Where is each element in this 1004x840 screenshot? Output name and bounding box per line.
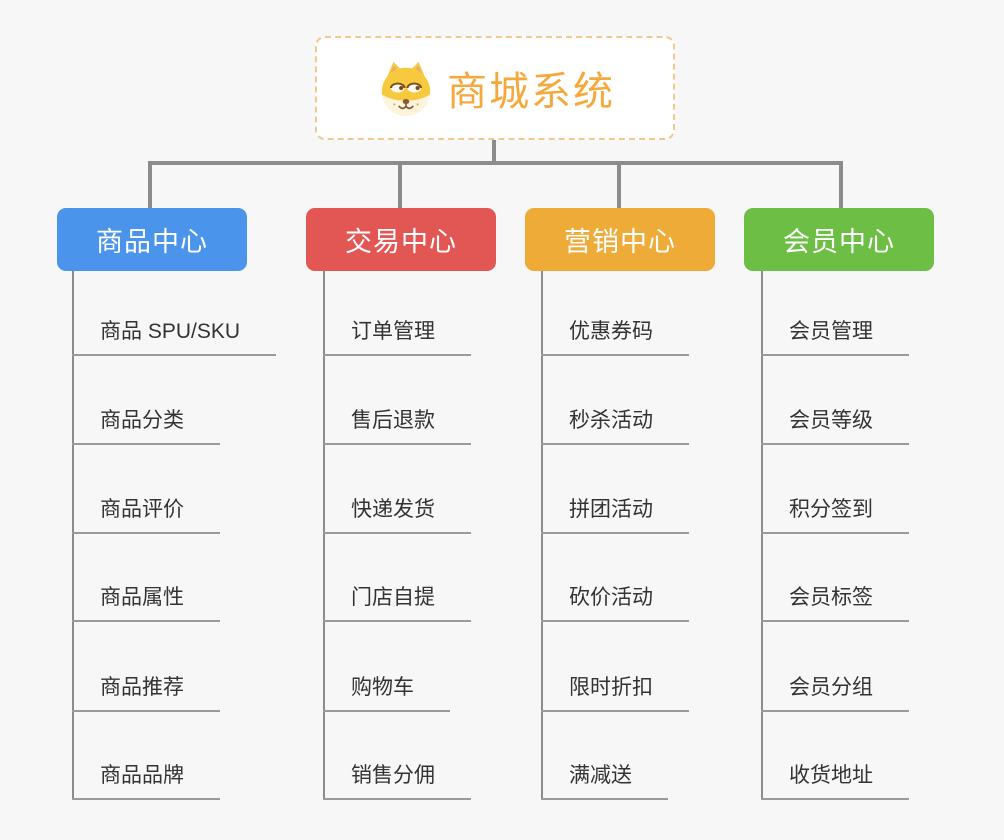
- leaf-node[interactable]: 商品属性: [72, 585, 220, 622]
- leaf-node[interactable]: 销售分佣: [323, 763, 471, 800]
- dog-face-icon: [381, 61, 431, 117]
- connector-column-line: [541, 271, 543, 800]
- leaf-node[interactable]: 会员等级: [761, 408, 909, 445]
- leaf-node[interactable]: 会员分组: [761, 675, 909, 712]
- leaf-node[interactable]: 订单管理: [323, 319, 471, 356]
- root-title: 商城系统: [447, 70, 615, 114]
- branch-node-trade-center[interactable]: 交易中心: [306, 208, 496, 271]
- leaf-node[interactable]: 优惠券码: [541, 319, 689, 356]
- leaf-node[interactable]: 商品评价: [72, 497, 220, 534]
- connector-column-line: [323, 271, 325, 800]
- connector-column-line: [761, 271, 763, 800]
- connector-drop-marketing: [617, 161, 621, 210]
- connector-horizontal-bar: [148, 161, 843, 165]
- leaf-node[interactable]: 拼团活动: [541, 497, 689, 534]
- leaf-node[interactable]: 砍价活动: [541, 585, 689, 622]
- connector-drop-member: [839, 161, 843, 210]
- leaf-node[interactable]: 商品品牌: [72, 763, 220, 800]
- connector-column-line: [72, 271, 74, 800]
- leaf-node[interactable]: 商品 SPU/SKU: [72, 319, 277, 356]
- leaf-node[interactable]: 会员标签: [761, 585, 909, 622]
- connector-root-stem: [492, 140, 496, 163]
- connector-drop-trade: [398, 161, 402, 210]
- leaf-node[interactable]: 满减送: [541, 763, 668, 800]
- leaf-node[interactable]: 会员管理: [761, 319, 909, 356]
- connector-drop-product: [148, 161, 152, 210]
- leaf-node[interactable]: 购物车: [323, 675, 450, 712]
- leaf-node[interactable]: 快递发货: [323, 497, 471, 534]
- branch-node-marketing-center[interactable]: 营销中心: [525, 208, 715, 271]
- leaf-node[interactable]: 收货地址: [761, 763, 909, 800]
- leaf-node[interactable]: 积分签到: [761, 497, 909, 534]
- leaf-node[interactable]: 门店自提: [323, 585, 471, 622]
- branch-node-product-center[interactable]: 商品中心: [57, 208, 247, 271]
- root-node[interactable]: 商城系统: [315, 36, 675, 140]
- leaf-node[interactable]: 商品分类: [72, 408, 220, 445]
- leaf-node[interactable]: 售后退款: [323, 408, 471, 445]
- leaf-node[interactable]: 秒杀活动: [541, 408, 689, 445]
- leaf-node[interactable]: 限时折扣: [541, 675, 689, 712]
- leaf-node[interactable]: 商品推荐: [72, 675, 220, 712]
- branch-node-member-center[interactable]: 会员中心: [744, 208, 934, 271]
